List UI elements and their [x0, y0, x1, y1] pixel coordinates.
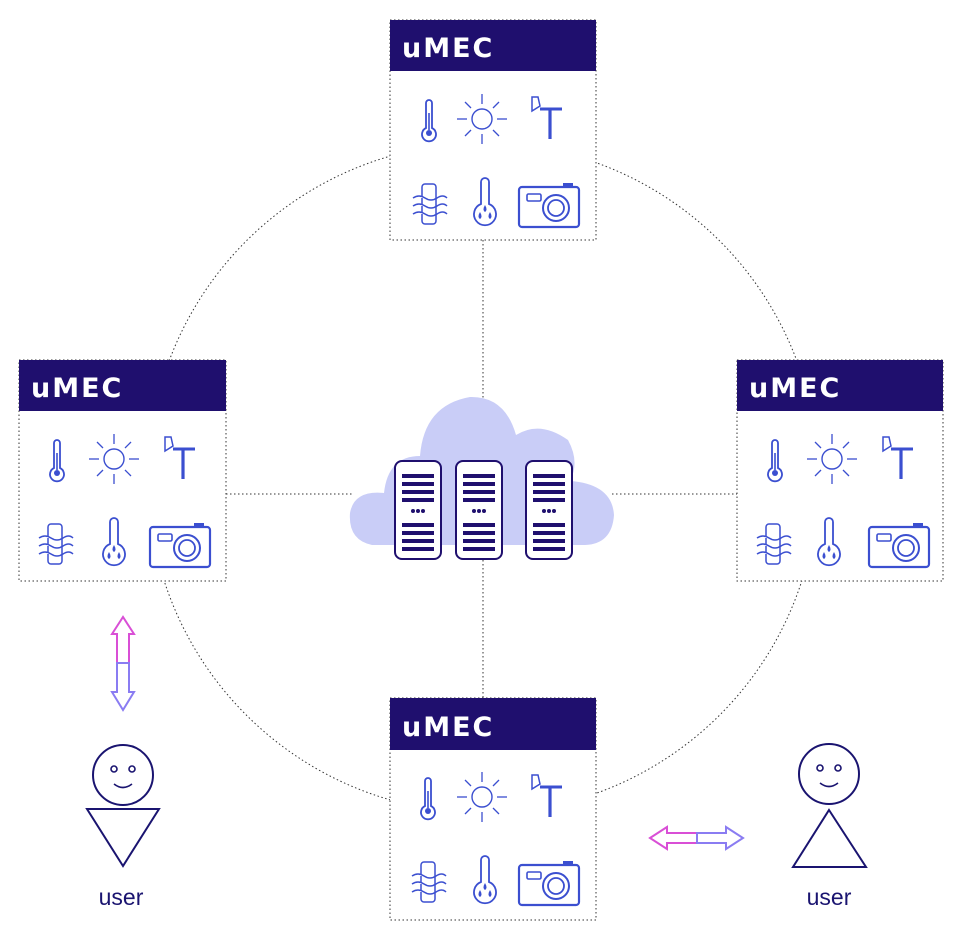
server-icon — [394, 460, 442, 560]
server-icon — [455, 460, 503, 560]
double-arrow-horizontal-icon — [648, 825, 745, 851]
user-face-icon — [92, 744, 154, 806]
user-label: user — [99, 884, 144, 910]
server-icon — [525, 460, 573, 560]
node-header — [737, 360, 943, 411]
node-header — [390, 698, 596, 750]
umec-node-top: uMEC — [389, 19, 597, 241]
node-title: uMEC — [31, 373, 123, 404]
user-face-icon — [798, 743, 860, 805]
node-header — [19, 360, 226, 411]
umec-node-bottom: uMEC — [389, 697, 597, 921]
node-title: uMEC — [402, 712, 494, 743]
user-body-inverted-triangle — [85, 808, 161, 868]
umec-node-left: uMEC — [18, 359, 227, 582]
user-body-triangle — [791, 808, 868, 868]
cloud-server-group — [349, 396, 614, 560]
node-title: uMEC — [402, 33, 494, 64]
user-right: user — [791, 743, 868, 910]
user-label: user — [807, 884, 852, 910]
user-left: user — [85, 744, 161, 910]
node-header — [390, 20, 596, 71]
double-arrow-vertical-icon — [110, 615, 136, 712]
umec-node-right: uMEC — [736, 359, 944, 582]
spoke-connectors — [226, 240, 737, 698]
node-title: uMEC — [749, 373, 841, 404]
